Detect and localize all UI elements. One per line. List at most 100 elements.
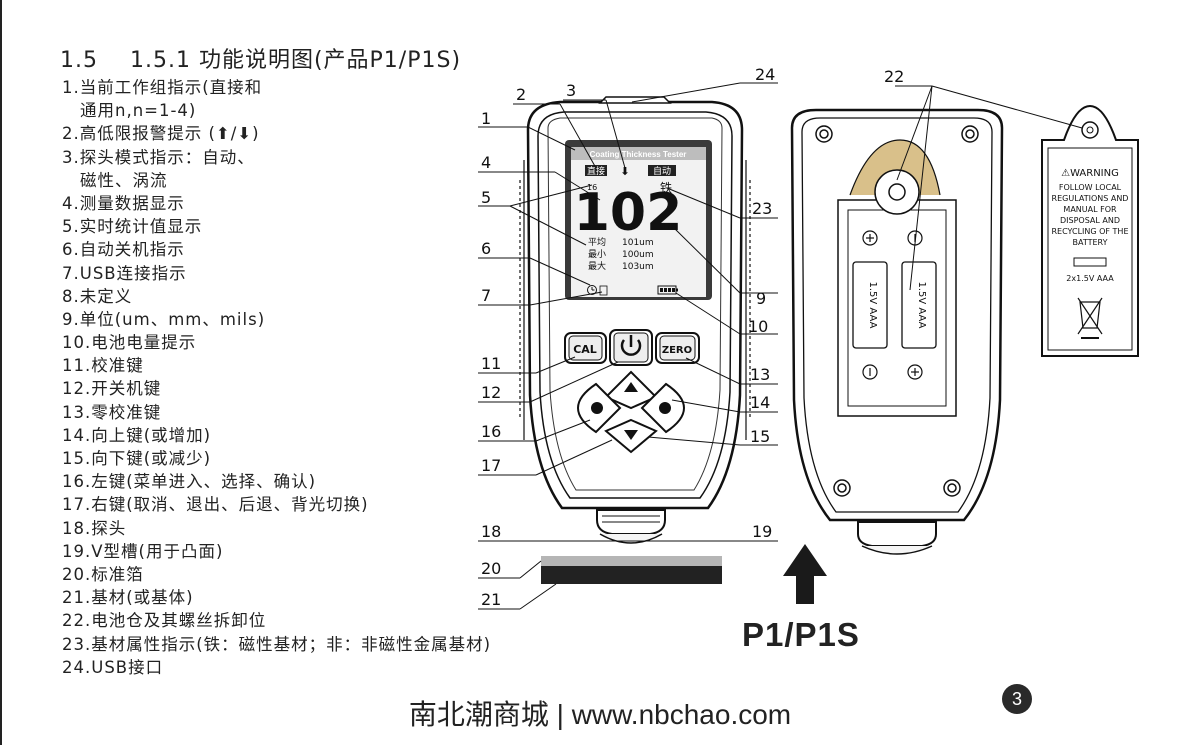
function-list: 1.当前工作组指示(直接和 通用n,n=1-4) 2.高低限报警提示 (⬆/⬇)… (62, 76, 491, 679)
down-key[interactable] (604, 418, 658, 454)
callout-16: 16 (481, 422, 501, 441)
back-probe (857, 521, 937, 547)
stat-value: 101um (622, 238, 654, 248)
list-item: 5.实时统计值显示 (62, 217, 203, 237)
device-front: Coating Thickness Tester 直接 ⬇ 自动 16 102 … (519, 96, 751, 544)
list-item: 16.左键(菜单进入、选择、确认) (62, 472, 317, 492)
stat-label: 平均 (588, 236, 606, 248)
right-key[interactable] (640, 382, 686, 434)
battery-cell: 1.5V AAA (901, 261, 937, 349)
list-item: 13.零校准键 (62, 402, 162, 422)
warning-line: RECYCLING OF THE (1051, 227, 1128, 236)
battery-label: 1.5V AAA (867, 281, 878, 328)
warning-line: MANUAL FOR (1063, 205, 1117, 214)
stat-label: 最小 (588, 249, 606, 260)
battery-label: 1.5V AAA (916, 281, 927, 328)
list-item: 1.当前工作组指示(直接和 (62, 78, 263, 97)
callout-19: 19 (752, 522, 772, 541)
callout-24: 24 (755, 65, 775, 84)
list-item: 22.电池仓及其螺丝拆卸位 (62, 611, 267, 631)
power-key[interactable] (609, 329, 653, 366)
zero-key[interactable]: ZERO (655, 332, 700, 364)
zero-key-label: ZERO (662, 345, 692, 356)
list-item: 21.基材(或基体) (62, 588, 194, 608)
list-item: 15.向下键(或减少) (62, 449, 212, 468)
callout-numbers: 1 2 3 4 5 6 7 24 23 9 10 11 12 13 14 16 … (481, 65, 904, 609)
callout-20: 20 (481, 559, 501, 578)
list-item: 11.校准键 (62, 356, 144, 376)
usb-port (598, 96, 672, 104)
grip-ridges (519, 160, 751, 440)
list-item: 23.基材属性指示(铁：磁性基材；非：非磁性金属基材) (62, 634, 492, 654)
warning-title: ⚠WARNING (1061, 168, 1119, 179)
page-number: 3 (1002, 684, 1032, 714)
callout-14: 14 (750, 393, 770, 412)
stat-value: 100um (622, 250, 654, 260)
up-arrow-icon (624, 382, 638, 392)
warning-line: FOLLOW LOCAL (1059, 183, 1122, 192)
up-key[interactable] (604, 370, 658, 410)
list-item: 2.高低限报警提示 (⬆/⬇) (62, 124, 260, 144)
page-left-border (0, 0, 2, 745)
right-key-dot-icon (659, 402, 671, 414)
alarm-down-icon: ⬇ (620, 165, 629, 178)
list-item: 8.未定义 (62, 286, 133, 306)
device-back: 1.5V AAA 1.5V AAA (790, 108, 1004, 555)
battery-cell: 1.5V AAA (852, 261, 888, 349)
subsection-title: 1.5.1 功能说明图(产品P1/P1S) (129, 48, 462, 73)
page-title: 1.5 1.5.1 功能说明图(产品P1/P1S) (60, 42, 461, 74)
list-item: 4.测量数据显示 (62, 193, 185, 213)
unit-label: um (660, 219, 678, 232)
callout-lines (478, 82, 1083, 610)
model-label: P1/P1S (742, 616, 860, 653)
stats-block: 平均 101um 最小 100um 最大 103um (588, 236, 654, 272)
list-item: 19.V型槽(用于凸面) (62, 541, 224, 561)
callout-2: 2 (516, 85, 526, 104)
list-item: 磁性、涡流 (80, 170, 168, 190)
list-item: 7.USB连接指示 (62, 263, 187, 283)
v-groove (599, 533, 663, 544)
callout-1: 1 (481, 109, 491, 128)
callout-9: 9 (756, 289, 766, 308)
callout-5: 5 (481, 188, 491, 207)
group-number: 16 (587, 183, 597, 192)
usb-indicator-icon (599, 285, 608, 296)
cal-key-label: CAL (573, 343, 597, 356)
substrate (541, 566, 722, 584)
cal-key[interactable]: CAL (564, 332, 607, 364)
callout-10: 10 (748, 317, 768, 336)
weee-bin-icon (1077, 297, 1103, 339)
brand-text: Coating Thickness Tester (590, 150, 687, 159)
list-item: 10.电池电量提示 (62, 333, 197, 353)
down-arrow-icon (624, 430, 638, 440)
callout-11: 11 (481, 354, 501, 373)
standard-foil (541, 556, 722, 566)
callout-6: 6 (481, 239, 491, 258)
callout-23: 23 (752, 199, 772, 218)
callout-18: 18 (481, 522, 501, 541)
callout-13: 13 (750, 365, 770, 384)
callout-21: 21 (481, 590, 501, 609)
section-number: 1.5 (60, 48, 98, 73)
list-item: 20.标准箔 (62, 564, 144, 584)
power-icon (620, 339, 642, 356)
list-item: 14.向上键(或增加) (62, 425, 212, 445)
list-item: 通用n,n=1-4) (80, 101, 197, 121)
warning-line: DISPOSAL AND (1060, 216, 1120, 225)
callout-15: 15 (750, 427, 770, 446)
left-key-dot-icon (591, 402, 603, 414)
list-item: 12.开关机键 (62, 379, 162, 399)
callout-3: 3 (566, 81, 576, 100)
reading-value: 102 (574, 183, 683, 243)
callout-17: 17 (481, 456, 501, 475)
list-item: 18.探头 (62, 518, 127, 538)
up-pointer-icon (783, 544, 827, 604)
callout-4: 4 (481, 153, 491, 172)
left-key[interactable] (576, 382, 622, 434)
clock-icon (587, 285, 597, 295)
stat-label: 最大 (588, 260, 606, 272)
warning-line: BATTERY (1073, 238, 1108, 247)
list-item: 3.探头模式指示：自动、 (62, 147, 255, 167)
battery-spec: 2x1.5V AAA (1066, 274, 1114, 283)
